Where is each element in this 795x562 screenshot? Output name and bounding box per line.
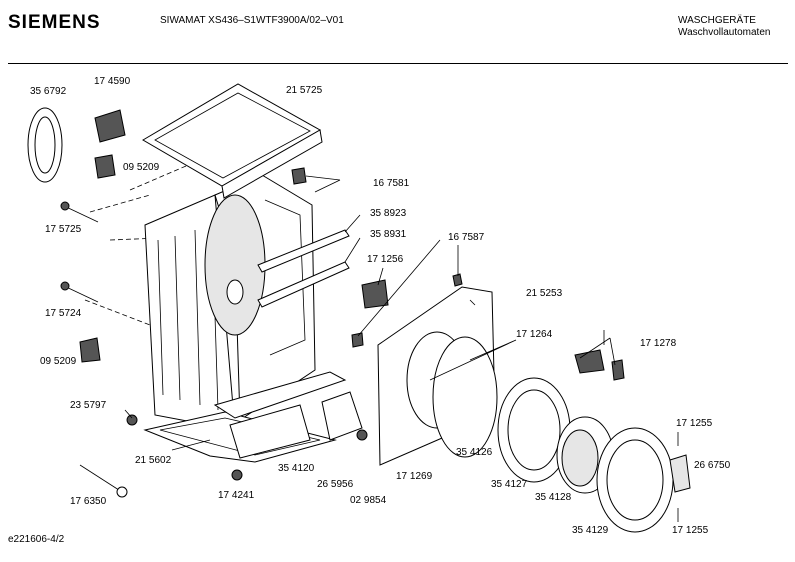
part-label: 16 7587 — [448, 232, 485, 243]
header-divider — [8, 63, 788, 64]
part-label: 35 4126 — [456, 447, 493, 458]
part-label: 35 4128 — [535, 492, 572, 503]
model-title: SIWAMAT XS436–S1WTF3900A/02–V01 — [160, 15, 344, 26]
part-label: 35 4127 — [491, 479, 528, 490]
part-label: 17 1255 — [676, 418, 713, 429]
part-label: 35 8923 — [370, 208, 407, 219]
category-label: WASCHGERÄTE — [678, 15, 756, 26]
part-label: 23 5797 — [70, 400, 107, 411]
part-label: 16 7581 — [373, 178, 410, 189]
part-label: 26 6750 — [694, 460, 731, 471]
part-label: 09 5209 — [40, 356, 77, 367]
part-label: 26 5956 — [317, 479, 354, 490]
brand-logo: SIEMENS — [8, 12, 101, 33]
part-label: 02 9854 — [350, 495, 387, 506]
part-label: 17 1255 — [672, 525, 709, 536]
document-id: e221606-4/2 — [8, 534, 65, 545]
part-label: 35 8931 — [370, 229, 407, 240]
part-label: 21 5253 — [526, 288, 563, 299]
part-labels: 35 6792 17 4590 21 5725 09 5209 16 7581 … — [30, 76, 731, 536]
part-label: 35 4129 — [572, 525, 609, 536]
part-label: 17 1264 — [516, 329, 553, 340]
part-label: 35 4120 — [278, 463, 315, 474]
part-label: 17 5724 — [45, 308, 82, 319]
part-label: 17 1278 — [640, 338, 677, 349]
part-label: 09 5209 — [123, 162, 160, 173]
part-label: 21 5725 — [286, 85, 323, 96]
part-label: 17 4590 — [94, 76, 131, 87]
part-label: 17 4241 — [218, 490, 255, 501]
part-label: 21 5602 — [135, 455, 172, 466]
part-label: 17 1256 — [367, 254, 404, 265]
subcategory-label: Waschvollautomaten — [678, 27, 771, 38]
part-label: 17 6350 — [70, 496, 107, 507]
part-label: 17 5725 — [45, 224, 82, 235]
part-label: 35 6792 — [30, 86, 67, 97]
diagram-drawing — [27, 83, 691, 533]
part-label: 17 1269 — [396, 471, 433, 482]
